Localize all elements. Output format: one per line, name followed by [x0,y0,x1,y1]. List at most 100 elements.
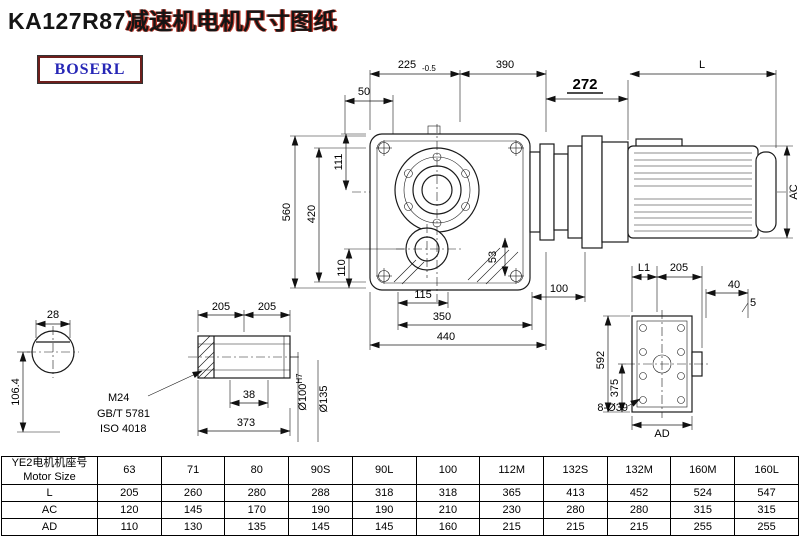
title-suffix: 减速机电机尺寸图纸 [125,8,338,34]
dim-225-label: 225 [398,59,416,71]
dim-53-label: 53 [487,251,499,263]
table-cell: 318 [415,484,481,502]
shaft-detail-view: 205 205 M24 GB/T 5781 ISO 4018 38 373 Ø1… [97,301,330,442]
dim-38-label: 38 [243,389,255,401]
gearbox-front-view: 53 [369,124,531,302]
table-cell: 260 [160,484,226,502]
table-cell: 120 [97,501,162,519]
dim-111-label: 111 [333,154,345,171]
table-cell: 190 [351,501,417,519]
table-cell: 280 [543,501,608,519]
dimension-ac: AC [760,145,800,239]
motor-rear-view: L1 205 40 5 592 375 AD 8-Ø39 [595,262,756,440]
row-header-cn: YE2电机机座号 [11,457,88,470]
dim-50-label: 50 [358,86,370,98]
size-column-header: 112M [479,456,545,485]
table-cell: 190 [288,501,353,519]
table-row-L: L 205 260 280 288 318 318 365 413 452 52… [1,484,799,502]
technical-drawing: 53 [10,59,800,442]
dim-375-label: 375 [609,379,621,397]
table-cell: 547 [734,484,799,502]
dim-115-label: 115 [414,289,432,301]
table-cell: 318 [351,484,417,502]
dim-L-label: L [699,59,705,71]
table-cell: 255 [734,518,799,536]
table-cell: 145 [288,518,353,536]
table-cell: 452 [606,484,672,502]
table-cell: 230 [479,501,545,519]
dim-560-label: 560 [281,203,293,221]
dim-5-label: 5 [750,297,756,309]
dim-100-label: 100 [550,283,568,295]
dimensions-bottom: 115 100 350 440 [369,252,586,350]
table-cell: 215 [606,518,672,536]
bolt-holes-label: 8-Ø39 [597,402,628,414]
page-title: KA127R87减速机电机尺寸图纸 [8,2,337,36]
table-cell: 110 [97,518,162,536]
table-cell: 255 [670,518,736,536]
title-model: KA127R87 [8,8,126,34]
thread-spec-label: M24 [108,392,129,404]
dim-106-label: 106.4 [10,378,22,406]
dim-205r-label: 205 [670,262,688,274]
standard-iso-label: ISO 4018 [100,423,146,435]
table-cell: 315 [670,501,736,519]
dim-225-tolerance: -0.5 [422,64,436,73]
table-cell: 145 [160,501,226,519]
size-column-header: 71 [160,456,226,485]
table-cell: 315 [734,501,799,519]
dim-205b-label: 205 [258,301,276,313]
row-label: L [1,484,98,502]
dim-28-label: 28 [47,309,59,321]
dimensions-top: 50 225 -0.5 390 272 L [344,59,777,148]
motor-fins [634,152,752,232]
size-column-header: 63 [97,456,162,485]
dim-dia135-label: Ø135 [318,386,330,413]
size-column-header: 132S [543,456,608,485]
row-label: AD [1,518,98,536]
table-cell: 215 [543,518,608,536]
shaft-section-view: 28 106.4 [10,309,79,433]
size-column-header: 132M [606,456,672,485]
table-cell: 135 [224,518,290,536]
dim-110-label: 110 [336,259,348,277]
standard-gbt-label: GB/T 5781 [97,408,150,420]
dim-40-label: 40 [728,279,740,291]
size-column-header: 80 [224,456,290,485]
table-cell: 280 [224,484,290,502]
table-row-AD: AD 110 130 135 145 145 160 215 215 215 2… [1,518,799,536]
motor-side-view [529,135,777,249]
size-column-header: 90S [288,456,353,485]
table-cell: 524 [670,484,736,502]
boserl-logo-text: BOSERL [54,60,126,78]
corner-hole-crosses [376,140,524,284]
row-header-en: Motor Size [23,470,76,483]
boserl-logo: BOSERL [38,56,142,83]
table-cell: 288 [288,484,353,502]
table-cell: 130 [160,518,226,536]
table-cell: 145 [351,518,417,536]
table-cell: 205 [97,484,162,502]
table-cell: 170 [224,501,290,519]
table-cell: 413 [543,484,608,502]
size-column-header: 160M [670,456,736,485]
dim-592-label: 592 [595,351,607,369]
size-column-header: 100 [415,456,481,485]
row-label: AC [1,501,98,519]
dim-272-label: 272 [572,76,597,93]
dim-dia100-label: Ø100H7 [295,373,309,411]
dim-AC-label: AC [788,184,800,199]
dim-AD-label: AD [654,428,669,440]
dimensions-left: 560 420 111 110 [281,133,404,289]
size-column-header: 90L [351,456,417,485]
table-cell: 210 [415,501,481,519]
dim-390-label: 390 [496,59,514,71]
dim-L1-label: L1 [638,262,650,274]
table-cell: 215 [479,518,545,536]
dim-205a-label: 205 [212,301,230,313]
dim-350-label: 350 [433,311,451,323]
table-cell: 160 [415,518,481,536]
